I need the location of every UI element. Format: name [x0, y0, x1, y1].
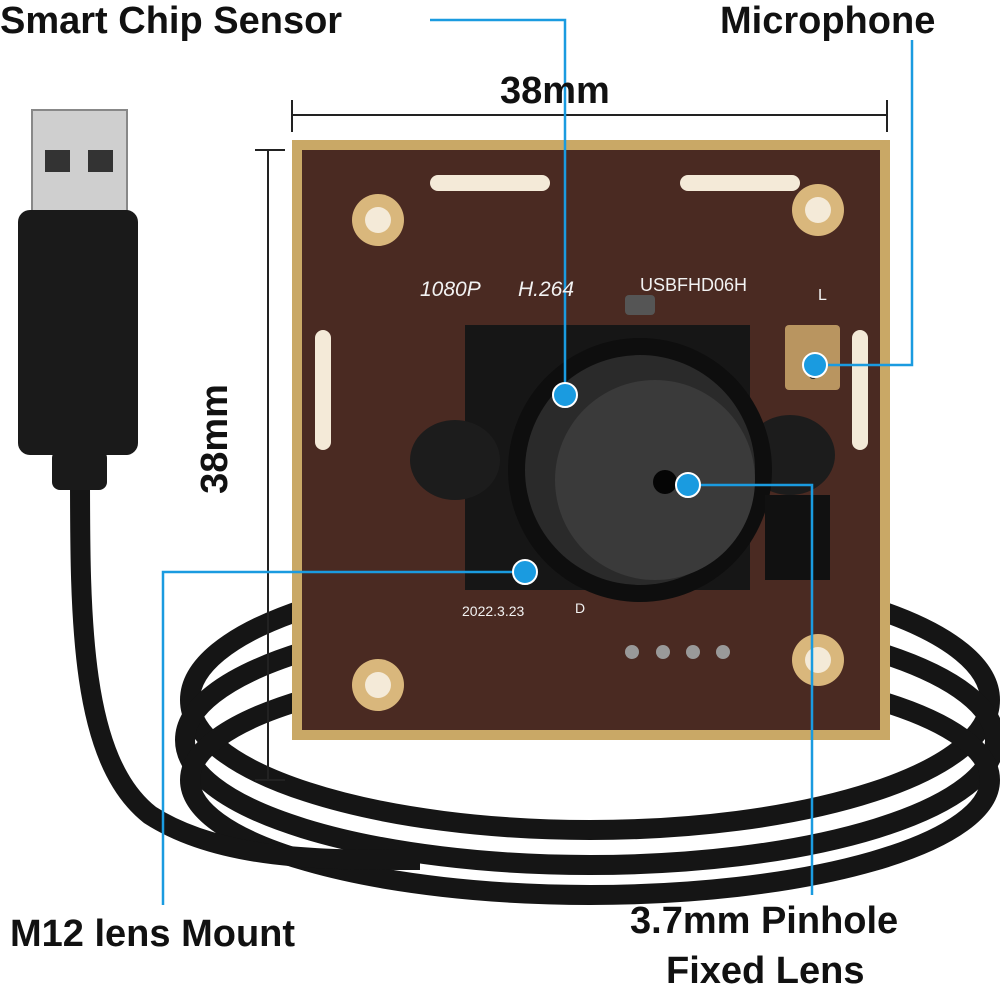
- microphone-label: Microphone: [720, 0, 936, 42]
- callout-lines: [161, 18, 914, 905]
- mount-leader: [161, 570, 525, 905]
- pcb-codec: H.264: [518, 278, 575, 301]
- microphone-leader: [815, 40, 914, 367]
- lens-label-line1: 3.7mm Pinhole: [630, 900, 899, 942]
- pcb-date: 2022.3.23: [462, 603, 525, 619]
- pcb-rev: D: [575, 600, 586, 616]
- pcb-resolution: 1080P: [420, 278, 481, 301]
- sensor-label: Smart Chip Sensor: [0, 0, 343, 42]
- usb-plug-icon: [18, 109, 138, 490]
- dimension-lines: [255, 100, 888, 781]
- pcb-board: [292, 140, 890, 740]
- mount-label: M12 lens Mount: [10, 913, 296, 955]
- pcb-model: USBFHD06H: [640, 275, 748, 295]
- height-dimension: 38mm: [193, 384, 236, 494]
- pcb-mic-side: L: [818, 287, 827, 304]
- width-dimension: 38mm: [500, 70, 610, 112]
- sensor-leader: [430, 18, 567, 395]
- lens-leader: [688, 483, 814, 895]
- callout-dots: [512, 352, 828, 585]
- lens-label-line2: Fixed Lens: [666, 950, 865, 991]
